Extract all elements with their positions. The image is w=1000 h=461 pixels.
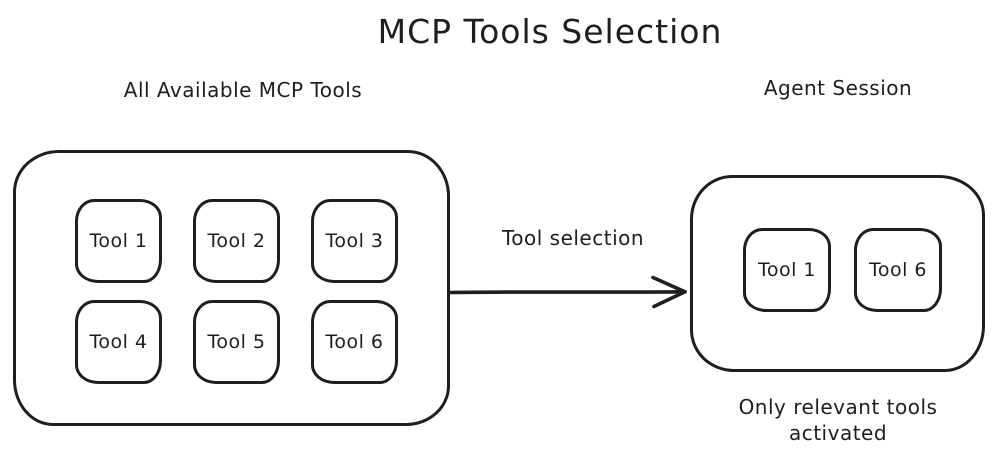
left-tool-2: Tool 2 bbox=[193, 199, 280, 283]
all-tools-container: Tool 1 Tool 2 Tool 3 Tool 4 Tool 5 Tool … bbox=[13, 150, 450, 426]
left-tool-1: Tool 1 bbox=[75, 199, 162, 283]
right-group-caption: Only relevant tools activated bbox=[713, 394, 963, 446]
arrow-label: Tool selection bbox=[501, 226, 645, 250]
session-tool-6: Tool 6 bbox=[854, 228, 942, 312]
right-group-label: Agent Session bbox=[763, 76, 913, 100]
diagram-title: MCP Tools Selection bbox=[377, 12, 723, 51]
caption-line-2: activated bbox=[788, 421, 888, 445]
tool-selection-arrow-icon bbox=[449, 275, 687, 309]
left-tool-3: Tool 3 bbox=[311, 199, 398, 283]
left-tool-4: Tool 4 bbox=[75, 300, 162, 384]
left-tool-6: Tool 6 bbox=[311, 300, 398, 384]
session-tool-1: Tool 1 bbox=[743, 228, 831, 312]
left-group-label: All Available MCP Tools bbox=[123, 78, 363, 102]
agent-session-container: Tool 1 Tool 6 bbox=[690, 175, 985, 372]
left-tool-5: Tool 5 bbox=[193, 300, 280, 384]
caption-line-1: Only relevant tools bbox=[738, 395, 938, 419]
